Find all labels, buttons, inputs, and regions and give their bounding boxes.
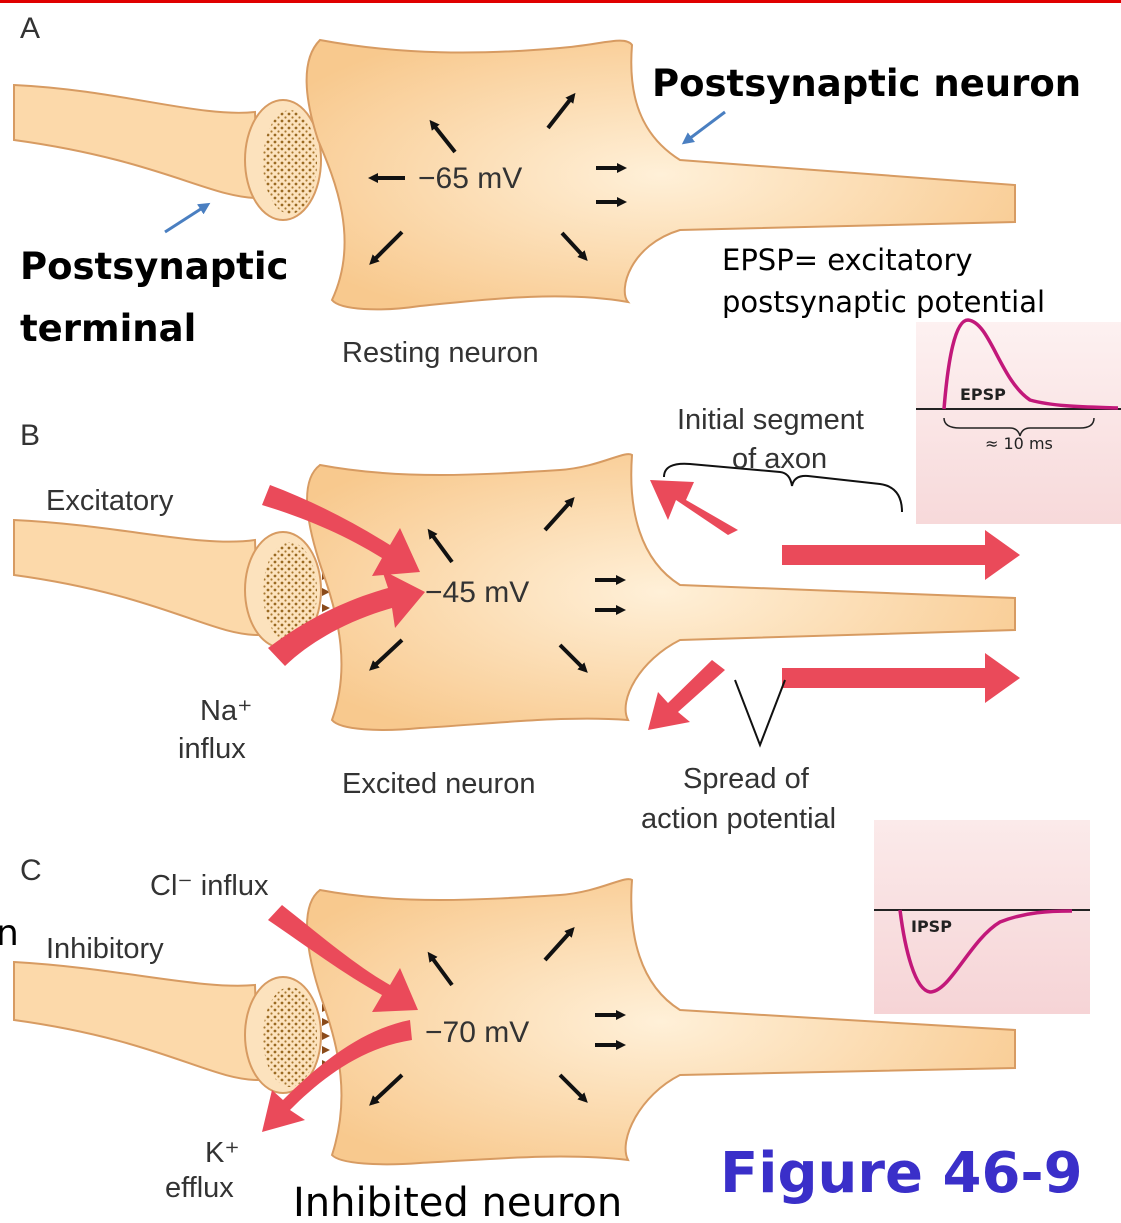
spread-line2: action potential — [641, 803, 836, 835]
panel-b-letter: B — [20, 419, 40, 452]
figure-label: Figure 46-9 — [720, 1141, 1083, 1206]
epsp-inset: EPSP ≈ 10 ms — [916, 320, 1121, 524]
vesicles-c — [263, 987, 317, 1087]
presynaptic-axon-c — [14, 962, 258, 1080]
initial-segment-line2: of axon — [732, 443, 827, 475]
caption-b: Excited neuron — [342, 768, 535, 800]
cropped-letter: n — [0, 913, 19, 954]
presynaptic-axon-a — [14, 85, 258, 198]
epsp-definition-line1: EPSP= excitatory — [722, 243, 973, 277]
caption-a: Resting neuron — [342, 337, 539, 369]
voltage-b: −45 mV — [425, 576, 529, 609]
epsp-inset-background — [916, 322, 1121, 524]
initial-segment-line1: Initial segment — [677, 404, 864, 436]
panel-a-letter: A — [20, 12, 40, 45]
k-label: K⁺ — [205, 1137, 240, 1169]
epsp-duration-label: ≈ 10 ms — [985, 434, 1053, 453]
na-label: Na⁺ — [200, 695, 252, 727]
cl-influx-label: Cl⁻ influx — [150, 870, 269, 902]
ipsp-inset-background — [874, 820, 1090, 1014]
postsynaptic-terminal-line1: Postsynaptic — [20, 245, 289, 288]
panel-c-letter: C — [20, 854, 42, 887]
pointer-arrow-terminal — [165, 205, 207, 232]
spread-line1: Spread of — [683, 763, 810, 795]
efflux-label: efflux — [165, 1172, 234, 1204]
vesicles-a — [263, 110, 317, 214]
spread-bracket — [735, 680, 785, 745]
ipsp-inset-label: IPSP — [911, 917, 952, 936]
inhibitory-label: Inhibitory — [46, 933, 164, 965]
caption-c: Inhibited neuron — [293, 1180, 622, 1223]
ipsp-inset: IPSP — [874, 820, 1090, 1014]
postsynaptic-neuron-label: Postsynaptic neuron — [652, 62, 1081, 105]
influx-label: influx — [178, 733, 246, 765]
postsynaptic-terminal-line2: terminal — [20, 307, 196, 350]
epsp-inset-label: EPSP — [960, 385, 1006, 404]
voltage-c: −70 mV — [425, 1016, 529, 1049]
panel-b: B −45 mV Excitatory Na — [14, 404, 1020, 835]
excitatory-label: Excitatory — [46, 485, 174, 517]
epsp-definition-line2: postsynaptic potential — [722, 285, 1045, 319]
pointer-arrow-neuron — [685, 112, 725, 142]
voltage-a: −65 mV — [418, 162, 522, 195]
presynaptic-axon-b — [14, 520, 258, 635]
